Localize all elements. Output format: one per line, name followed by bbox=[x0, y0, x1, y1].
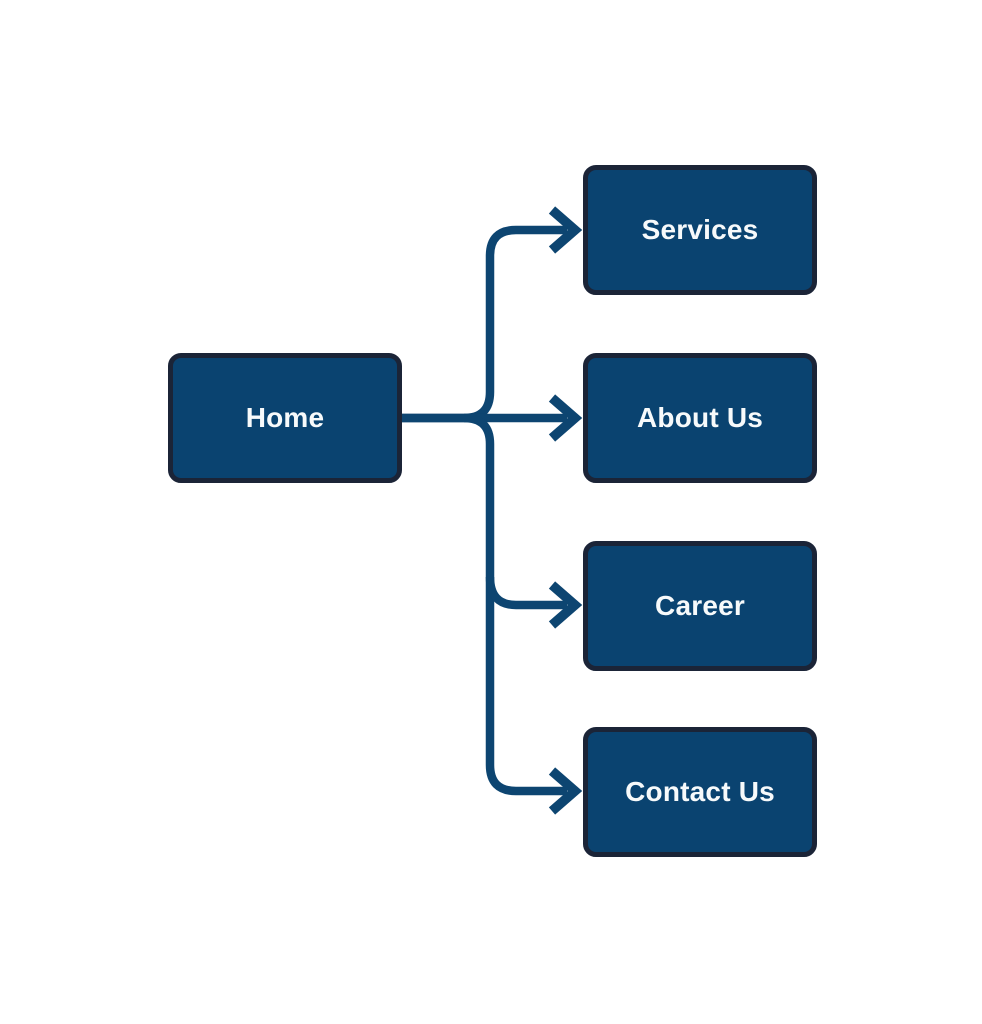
node-career-label: Career bbox=[655, 590, 745, 621]
arrowhead-contactus-icon bbox=[548, 767, 583, 815]
node-services-label: Services bbox=[641, 214, 759, 245]
node-home-label: Home bbox=[245, 402, 325, 433]
node-services: Services bbox=[583, 165, 817, 295]
node-career: Career bbox=[583, 541, 817, 671]
connector-home-contactus bbox=[463, 413, 567, 796]
arrowhead-career-icon bbox=[548, 581, 583, 629]
node-contact-us-label: Contact Us bbox=[625, 776, 775, 807]
connector-home-career bbox=[485, 576, 567, 610]
arrowhead-services-icon bbox=[548, 206, 583, 254]
node-home: Home bbox=[168, 353, 402, 483]
arrowhead-aboutus-icon bbox=[548, 394, 583, 442]
node-about-us: About Us bbox=[583, 353, 817, 483]
node-contact-us: Contact Us bbox=[583, 727, 817, 857]
node-about-us-label: About Us bbox=[636, 402, 764, 433]
connector-home-services bbox=[402, 225, 567, 423]
